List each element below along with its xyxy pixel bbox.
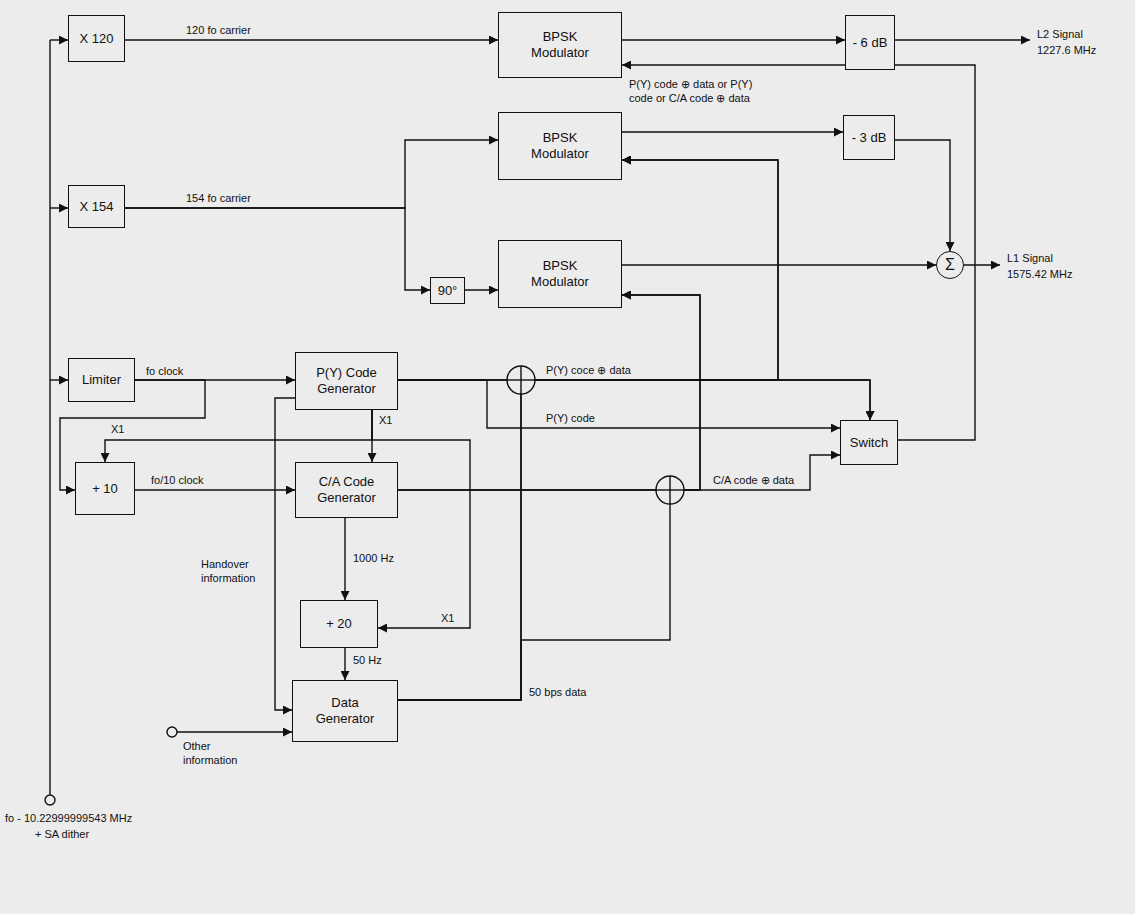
l2-output-arrow	[895, 39, 1030, 40]
xor-symbol	[656, 476, 684, 504]
input-terminal	[167, 727, 177, 737]
signal-label: P(Y) code ⊕ data or P(Y) code or C/A cod…	[628, 78, 755, 106]
signal-connector	[105, 410, 372, 462]
xor-symbol	[520, 366, 521, 394]
input-label: + SA dither	[34, 828, 90, 842]
node-label: + 10	[92, 481, 118, 497]
signal-connector	[622, 264, 936, 265]
signal-connector	[125, 208, 430, 290]
signal-label: X1	[440, 612, 455, 626]
attenuator-box: - 6 dB	[845, 15, 895, 70]
signal-connector	[398, 295, 700, 490]
node-label: BPSK Modulator	[520, 130, 600, 161]
node-label: Switch	[850, 435, 888, 451]
bpsk-modulator: BPSK Modulator	[498, 112, 622, 180]
signal-connector	[372, 410, 470, 628]
signal-label: Handover information	[200, 558, 272, 586]
signal-label: fo clock	[145, 365, 184, 379]
signal-connector	[398, 160, 778, 700]
node-label: Limiter	[82, 372, 121, 388]
signal-connector	[344, 518, 345, 600]
multiplier-box: X 120	[68, 15, 125, 62]
signal-connector	[398, 455, 840, 490]
reference-feed	[50, 379, 68, 380]
signal-connector	[135, 489, 295, 490]
signal-connector	[344, 648, 345, 680]
reference-feed	[50, 207, 68, 208]
frequency-label: 1227.6 MHz	[1036, 44, 1097, 58]
node-label: + 20	[326, 616, 352, 632]
signal-label: P(Y) coce ⊕ data	[545, 364, 632, 378]
node-label: BPSK Modulator	[520, 258, 600, 289]
signal-connector	[398, 380, 840, 428]
node-label: BPSK Modulator	[520, 29, 600, 60]
signal-label: P(Y) code	[545, 412, 596, 426]
reference-bus	[49, 40, 50, 795]
signal-label: X1	[110, 423, 125, 437]
signal-connector	[895, 140, 950, 251]
signal-connector	[398, 160, 778, 380]
xor-symbol	[507, 366, 535, 394]
signal-label: 50 Hz	[352, 654, 383, 668]
signal-connector	[622, 65, 975, 440]
signal-connector	[622, 39, 845, 40]
signal-connector	[622, 131, 843, 132]
divider-box: + 10	[75, 462, 135, 515]
node-label: P(Y) Code Generator	[308, 365, 386, 396]
signal-connector	[398, 295, 700, 700]
signal-label: 120 fo carrier	[185, 24, 252, 38]
attenuator-box: - 3 dB	[843, 115, 895, 160]
signal-label: X1	[378, 414, 393, 428]
signal-label: C/A code ⊕ data	[712, 474, 795, 488]
limiter-box: Limiter	[68, 358, 135, 402]
signal-connector	[465, 289, 498, 290]
l1-output-arrow	[964, 264, 1000, 265]
bpsk-modulator: BPSK Modulator	[498, 240, 622, 308]
data-generator: Data Generator	[292, 680, 398, 742]
divider-box: + 20	[300, 600, 378, 648]
node-label: X 154	[80, 199, 114, 215]
input-label: Other information	[182, 740, 254, 768]
signal-connector	[398, 380, 870, 700]
signal-name: L1 Signal	[1006, 252, 1054, 266]
code-generator: P(Y) Code Generator	[295, 352, 398, 410]
xor-symbol	[669, 476, 670, 504]
signal-label: 50 bps data	[528, 686, 588, 700]
node-label: C/A Code Generator	[308, 474, 386, 505]
code-generator: C/A Code Generator	[295, 462, 398, 518]
reference-feed	[50, 39, 68, 40]
other-info-arrow	[177, 731, 292, 732]
node-label: X 120	[80, 31, 114, 47]
node-label: 90°	[438, 283, 458, 299]
signal-label: 154 fo carrier	[185, 192, 252, 206]
signal-connector	[275, 398, 295, 710]
phase-shift-box: 90°	[430, 277, 465, 304]
signal-name: L2 Signal	[1036, 28, 1084, 42]
signal-connector	[398, 380, 870, 420]
node-label: Σ	[945, 255, 955, 274]
node-label: - 6 dB	[853, 35, 888, 51]
switch-box: Switch	[840, 420, 898, 465]
signal-label: fo/10 clock	[150, 474, 205, 488]
bpsk-modulator: BPSK Modulator	[498, 12, 622, 78]
node-label: - 3 dB	[852, 130, 887, 146]
signal-label: 1000 Hz	[352, 552, 395, 566]
signal-connector	[125, 39, 498, 40]
frequency-label: fo - 10.22999999543 MHz	[4, 812, 133, 826]
input-terminal	[45, 795, 55, 805]
frequency-label: 1575.42 MHz	[1006, 268, 1073, 282]
signal-connector	[125, 140, 498, 208]
summer-circle: Σ	[936, 251, 964, 279]
node-label: Data Generator	[310, 695, 380, 726]
multiplier-box: X 154	[68, 185, 125, 228]
